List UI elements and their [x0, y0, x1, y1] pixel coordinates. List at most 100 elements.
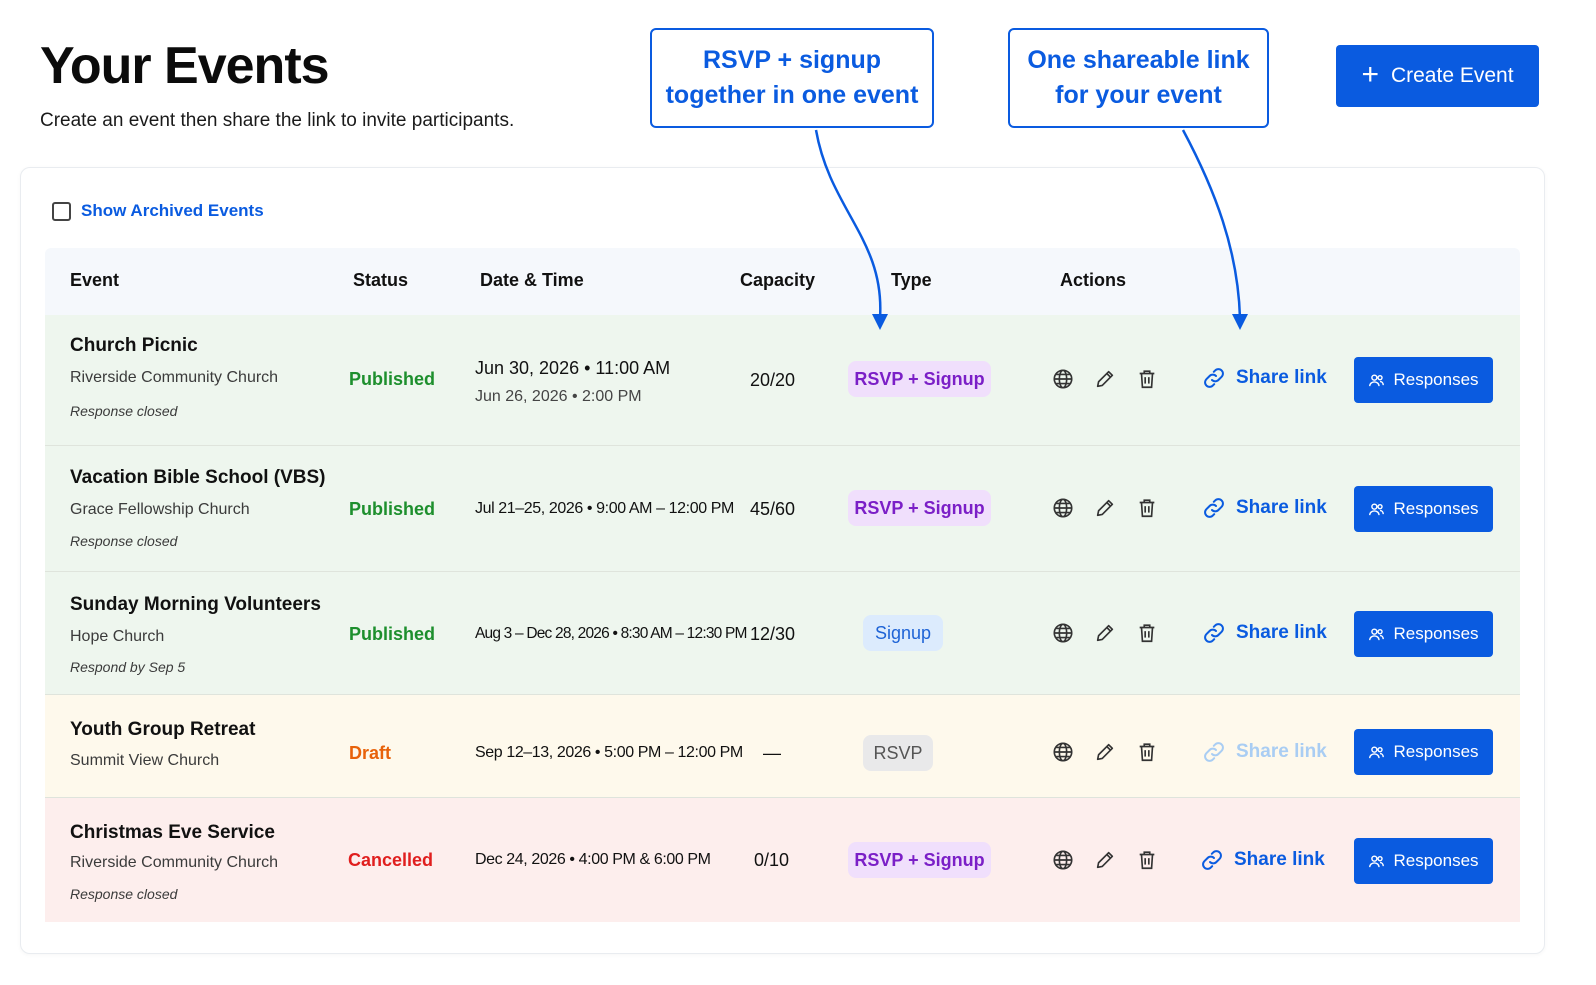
responses-label: Responses: [1393, 624, 1479, 643]
column-header-date-time: Date & Time: [480, 270, 584, 290]
share-link-label: Share link: [1236, 622, 1327, 643]
column-header-type: Type: [891, 270, 932, 290]
event-organization: Riverside Community Church: [70, 854, 279, 871]
callout-line: for your event: [1055, 81, 1222, 109]
responses-label: Responses: [1393, 370, 1479, 389]
event-datetime: Jun 30, 2026 • 11:00 AM: [475, 358, 671, 378]
responses-label: Responses: [1393, 499, 1479, 518]
page-title: Your Events: [40, 37, 330, 95]
responses-button[interactable]: Responses: [1354, 357, 1493, 403]
show-archived-toggle[interactable]: Show Archived Events: [52, 201, 264, 221]
status-badge: Published: [349, 369, 436, 389]
create-event-button[interactable]: + Create Event: [1336, 45, 1539, 107]
pencil-icon[interactable]: [1094, 622, 1116, 644]
responses-label: Responses: [1393, 851, 1479, 870]
type-badge: RSVP + Signup: [848, 490, 991, 526]
share-link-disabled: Share link: [1202, 740, 1327, 764]
users-icon: [1369, 502, 1385, 515]
users-icon: [1369, 373, 1385, 386]
event-name[interactable]: Youth Group Retreat: [70, 719, 256, 740]
responses-button[interactable]: Responses: [1354, 611, 1493, 657]
responses-button[interactable]: Responses: [1354, 486, 1493, 532]
responses-button[interactable]: Responses: [1354, 729, 1493, 775]
trash-icon[interactable]: [1136, 497, 1158, 519]
share-link[interactable]: Share link: [1202, 366, 1327, 390]
pencil-icon[interactable]: [1094, 849, 1116, 871]
callout-shareable-link: One shareable link for your event: [1008, 28, 1269, 128]
table-row: Sunday Morning Volunteers Hope Church Re…: [45, 572, 1520, 695]
users-icon: [1369, 745, 1385, 758]
column-header-status: Status: [353, 270, 409, 290]
link-icon: [1204, 498, 1224, 518]
show-archived-label[interactable]: Show Archived Events: [81, 201, 264, 220]
link-icon: [1204, 742, 1224, 762]
event-datetime: Jul 21–25, 2026 • 9:00 AM – 12:00 PM: [475, 500, 734, 517]
share-link[interactable]: Share link: [1202, 496, 1327, 520]
callout-line: together in one event: [665, 81, 919, 109]
status-badge: Cancelled: [348, 850, 434, 870]
events-table: Event Status Date & Time Capacity Type A…: [45, 248, 1520, 922]
type-badge: RSVP + Signup: [848, 361, 991, 397]
status-badge: Published: [349, 624, 436, 644]
column-header-capacity: Capacity: [740, 270, 816, 290]
event-capacity: 12/30: [750, 624, 796, 644]
event-datetime: Aug 3 – Dec 28, 2026 • 8:30 AM – 12:30 P…: [475, 625, 747, 642]
status-badge: Published: [349, 499, 436, 519]
type-badge: RSVP: [863, 735, 933, 771]
pencil-icon[interactable]: [1094, 497, 1116, 519]
event-name[interactable]: Church Picnic: [70, 335, 198, 356]
show-archived-checkbox[interactable]: [52, 201, 71, 221]
callout-line: One shareable link: [1027, 46, 1250, 74]
globe-icon[interactable]: [1052, 849, 1074, 871]
share-link[interactable]: Share link: [1202, 621, 1327, 645]
type-badge: RSVP + Signup: [848, 842, 991, 878]
globe-icon[interactable]: [1052, 741, 1074, 763]
status-badge: Draft: [349, 743, 392, 763]
event-note: Response closed: [70, 886, 178, 902]
table-row: Church Picnic Riverside Community Church…: [45, 315, 1520, 446]
link-icon: [1204, 623, 1224, 643]
event-note: Response closed: [70, 533, 178, 549]
event-datetime: Dec 24, 2026 • 4:00 PM & 6:00 PM: [475, 851, 711, 868]
link-icon: [1204, 368, 1224, 388]
event-capacity: 20/20: [750, 370, 796, 390]
table-row: Youth Group Retreat Summit View Church D…: [45, 695, 1520, 798]
trash-icon[interactable]: [1136, 849, 1158, 871]
responses-label: Responses: [1393, 742, 1479, 761]
trash-icon[interactable]: [1136, 368, 1158, 390]
trash-icon[interactable]: [1136, 741, 1158, 763]
event-datetime: Sep 12–13, 2026 • 5:00 PM – 12:00 PM: [475, 744, 743, 761]
trash-icon[interactable]: [1136, 622, 1158, 644]
event-name[interactable]: Vacation Bible School (VBS): [70, 467, 326, 488]
pencil-icon[interactable]: [1094, 368, 1116, 390]
globe-icon[interactable]: [1052, 368, 1074, 390]
event-organization: Hope Church: [70, 628, 165, 645]
callout-rsvp-signup: RSVP + signup together in one event: [650, 28, 934, 128]
event-datetime-secondary: Jun 26, 2026 • 2:00 PM: [475, 388, 642, 405]
event-capacity: 0/10: [754, 850, 790, 870]
responses-button[interactable]: Responses: [1354, 838, 1493, 884]
share-link-label: Share link: [1236, 741, 1327, 762]
event-organization: Summit View Church: [70, 752, 220, 769]
table-header: Event Status Date & Time Capacity Type A…: [45, 248, 1520, 315]
type-badge: Signup: [863, 615, 943, 651]
event-note: Respond by Sep 5: [70, 659, 186, 675]
event-name[interactable]: Christmas Eve Service: [70, 822, 275, 843]
event-capacity: 45/60: [750, 499, 796, 519]
share-link-label: Share link: [1236, 497, 1327, 518]
users-icon: [1369, 627, 1385, 640]
event-organization: Riverside Community Church: [70, 369, 279, 386]
event-name[interactable]: Sunday Morning Volunteers: [70, 594, 321, 615]
event-capacity: —: [763, 743, 781, 763]
column-header-actions: Actions: [1060, 270, 1127, 290]
pencil-icon[interactable]: [1094, 741, 1116, 763]
share-link-label: Share link: [1234, 849, 1325, 870]
event-organization: Grace Fellowship Church: [70, 501, 250, 518]
globe-icon[interactable]: [1052, 622, 1074, 644]
share-link-label: Share link: [1236, 367, 1327, 388]
globe-icon[interactable]: [1052, 497, 1074, 519]
column-header-event: Event: [70, 270, 120, 290]
table-row: Vacation Bible School (VBS) Grace Fellow…: [45, 446, 1520, 572]
share-link[interactable]: Share link: [1200, 848, 1325, 872]
callout-line: RSVP + signup: [702, 46, 882, 74]
